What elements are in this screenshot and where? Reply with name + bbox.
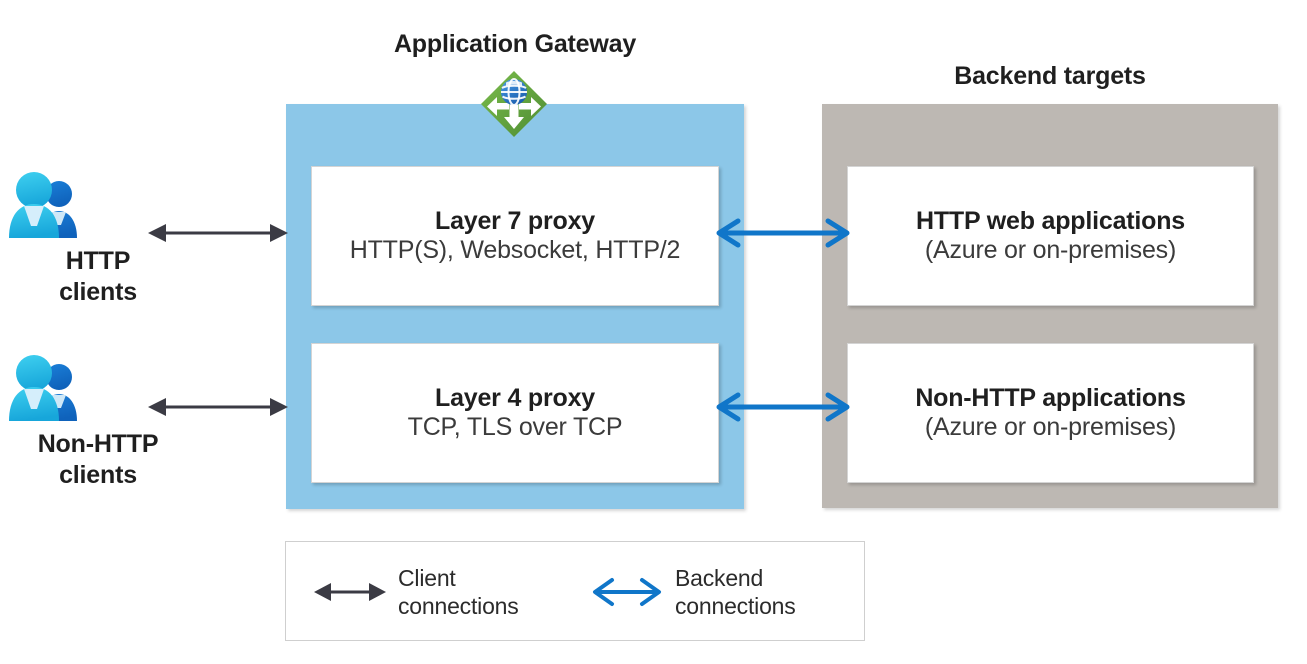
client-connection-arrow-non-http xyxy=(148,392,288,422)
non-http-clients-label-line1: Non-HTTP xyxy=(37,430,159,458)
legend-backend-line1: Backend xyxy=(675,565,764,591)
users-icon xyxy=(3,168,193,240)
azure-application-gateway-icon xyxy=(479,69,549,139)
non-http-clients-label-line2: clients xyxy=(59,460,137,489)
http-clients-label-line1: HTTP xyxy=(65,247,131,275)
backend-connection-arrow-non-http xyxy=(716,392,850,422)
layer4-proxy-subtitle: TCP, TLS over TCP xyxy=(407,413,623,441)
legend-label-client: Client connections xyxy=(398,564,519,620)
layer4-proxy-title: Layer 4 proxy xyxy=(435,383,595,412)
double-arrow-blue-icon xyxy=(591,572,663,612)
layer7-proxy-card: Layer 7 proxy HTTP(S), Websocket, HTTP/2 xyxy=(311,166,719,306)
layer4-proxy-card: Layer 4 proxy TCP, TLS over TCP xyxy=(311,343,719,483)
non-http-applications-subtitle: (Azure or on-premises) xyxy=(924,413,1177,441)
layer7-proxy-subtitle: HTTP(S), Websocket, HTTP/2 xyxy=(349,236,681,264)
legend-client-line1: Client xyxy=(398,565,456,591)
gateway-title: Application Gateway xyxy=(393,30,637,58)
client-connection-arrow-http xyxy=(148,218,288,248)
double-arrow-black-icon xyxy=(314,572,386,612)
legend-item-backend-connections: Backend connections xyxy=(591,564,796,620)
legend-label-backend: Backend connections xyxy=(675,564,796,620)
http-clients-group: HTTP clients xyxy=(3,168,193,307)
backend-connection-arrow-http xyxy=(716,218,850,248)
legend-item-client-connections: Client connections xyxy=(314,564,519,620)
non-http-applications-card: Non-HTTP applications (Azure or on-premi… xyxy=(847,343,1254,483)
legend-backend-line2: connections xyxy=(675,593,796,620)
non-http-applications-title: Non-HTTP applications xyxy=(915,383,1186,412)
http-clients-label-line2: clients xyxy=(59,277,137,306)
users-icon xyxy=(3,351,193,423)
http-web-applications-title: HTTP web applications xyxy=(916,206,1185,235)
backend-title: Backend targets xyxy=(954,62,1146,90)
non-http-clients-group: Non-HTTP clients xyxy=(3,351,193,490)
http-web-applications-subtitle: (Azure or on-premises) xyxy=(924,236,1177,264)
http-web-applications-card: HTTP web applications (Azure or on-premi… xyxy=(847,166,1254,306)
http-clients-label: HTTP clients xyxy=(3,246,193,307)
layer7-proxy-title: Layer 7 proxy xyxy=(435,206,595,235)
legend: Client connections Backend connections xyxy=(285,541,865,641)
non-http-clients-label: Non-HTTP clients xyxy=(3,429,193,490)
legend-client-line2: connections xyxy=(398,593,519,620)
